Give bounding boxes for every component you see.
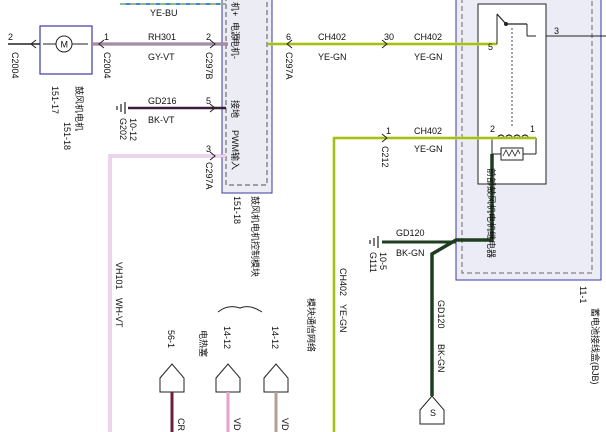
label-c297a-top: C297A: [284, 52, 294, 80]
module-dashed-outline: [225, 0, 268, 186]
label-stub-vd-a: VD: [232, 418, 242, 431]
gnd-pin-arrow: [209, 103, 216, 113]
pin-6: 6: [286, 32, 291, 42]
label-bk-vt: BK-VT: [148, 115, 175, 125]
label-s: S: [430, 408, 436, 418]
label-wh-vt: WH-VT: [114, 298, 124, 328]
c2004-right-arrow: [98, 39, 105, 49]
label-ye-gn-b: YE-GN: [414, 52, 443, 62]
label-bjb-name: 蓄电池接线盒(BJB): [590, 308, 601, 385]
label-c297a-bot: C297A: [204, 162, 214, 190]
relay-switch-blade: [496, 13, 507, 25]
label-g202: G202: [118, 118, 128, 140]
wire-gd120-bk-gn-v: [430, 154, 494, 396]
label-heater-ref: 56-1: [166, 330, 176, 348]
bjb-dashed-outline: [461, 0, 593, 274]
label-module-name: 鼓风机电机控制模块: [250, 196, 261, 277]
label-ch402-b: CH402: [414, 32, 442, 42]
pin-5-relay: 5: [488, 42, 493, 52]
label-ref-14-12-a: 14-12: [222, 326, 232, 349]
svg-text:M: M: [61, 40, 69, 50]
relay-resistor-zigzag: [502, 149, 521, 157]
s-connector: [419, 395, 445, 425]
pin-3-relay: 3: [554, 26, 559, 36]
label-module-top: 机+: [230, 2, 241, 16]
label-relay-name: 前部鼓风机电机继电器: [486, 168, 497, 258]
label-ch402-c: CH402: [414, 126, 442, 136]
pin-2-coil: 2: [490, 124, 495, 134]
label-g111-ref: 10-5: [378, 252, 388, 270]
label-ye-gn-v: YE-GN: [338, 304, 348, 333]
label-bk-gn-v: BK-GN: [436, 344, 446, 373]
label-module-ref: 151-18: [232, 196, 242, 224]
connector-14-12-a: [215, 363, 241, 393]
label-ref-14-12-b: 14-12: [270, 326, 280, 349]
label-gd120-h: GD120: [396, 228, 425, 238]
c297b-arrow: [209, 39, 216, 49]
label-module-pwm: PWM输入: [230, 130, 241, 170]
pwm-pin-arrow: [209, 151, 216, 161]
label-heater: 电热塞: [198, 330, 209, 357]
label-module-power: 电源: [230, 22, 241, 40]
connector-bracket: [217, 306, 263, 313]
heater-connector: [159, 363, 185, 393]
label-ye-gn-a: YE-GN: [318, 52, 347, 62]
label-module-ground: 接地: [230, 100, 241, 118]
connector-14-12-b: [263, 363, 289, 393]
label-c212: C212: [380, 146, 390, 168]
label-c297b: C297B: [204, 52, 214, 80]
label-ch402-v: CH402: [338, 268, 348, 296]
c212-arrow: [381, 133, 388, 143]
pin-1-c212: 1: [386, 126, 391, 136]
pin-5-gnd: 5: [206, 96, 211, 106]
pin-30: 30: [384, 32, 394, 42]
label-ye-bu: YE-BU: [150, 8, 178, 18]
label-gd216: GD216: [148, 96, 177, 106]
c2004-left-arrow: [30, 39, 37, 49]
label-motor-ref-b: 151-18: [62, 122, 72, 150]
pin-2-c297b: 2: [206, 32, 211, 42]
pin-1-coil: 1: [530, 124, 535, 134]
label-ye-gn-c: YE-GN: [414, 144, 443, 154]
pin-1-right: 1: [104, 32, 109, 42]
c297a-arrow: [286, 39, 293, 49]
label-bjb-ref: 11-1: [578, 286, 588, 303]
label-ch402-a: CH402: [318, 32, 346, 42]
label-c2004-right: C2004: [102, 52, 112, 79]
label-vh101: VH101: [114, 262, 124, 290]
label-c2004-left: C2004: [10, 52, 20, 79]
label-g202-ref: 10-12: [128, 118, 138, 141]
label-motor-ref-a: 151-17: [50, 86, 60, 114]
label-rh301: RH301: [148, 32, 176, 42]
label-module-motor: 电机-: [230, 38, 241, 59]
pin-3-pwm: 3: [206, 144, 211, 154]
label-motor-name: 鼓风机电机: [74, 86, 85, 131]
label-stub-vd-b: VD: [280, 418, 290, 431]
label-gd120-v: GD120: [436, 300, 446, 329]
pin-2-left: 2: [8, 32, 13, 42]
label-g111: G111: [368, 252, 378, 273]
pin30-arrow: [381, 39, 388, 49]
label-module-comm: 模块通信网络: [306, 298, 317, 352]
blower-control-module-box: [221, 0, 273, 194]
label-stub-cr: CR: [176, 418, 186, 431]
label-bk-gn-h: BK-GN: [396, 248, 425, 258]
label-gy-vt: GY-VT: [148, 52, 175, 62]
